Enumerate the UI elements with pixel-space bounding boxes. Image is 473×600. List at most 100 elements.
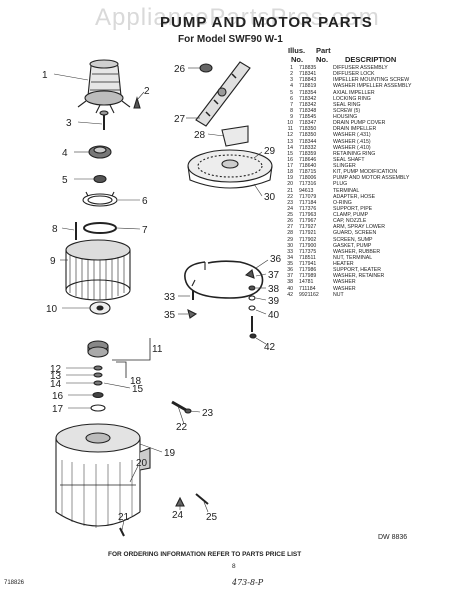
callout-2: 2: [144, 86, 150, 97]
callout-15: 15: [132, 384, 144, 395]
part-description: WASHER IMPELLER ASSEMBLY: [333, 83, 412, 90]
callout-9: 9: [50, 256, 56, 267]
part-description: WASHER (.415): [333, 138, 371, 145]
spray-arm-drawing: [195, 61, 251, 127]
part-number: 718344: [299, 138, 317, 145]
part-description: DRAIN IMPELLER: [333, 126, 377, 133]
illus-number: 35: [287, 261, 293, 267]
handwritten-note: 473-8-P: [232, 578, 264, 587]
part-number: 717902: [299, 236, 317, 243]
terminal-drawing: [119, 527, 125, 537]
illus-number: 38: [287, 279, 293, 286]
part-description: O-RING: [333, 199, 352, 206]
part-number: 718715: [299, 169, 317, 176]
sump-screen-drawing: [187, 149, 273, 189]
illus-number: 33: [287, 248, 293, 255]
callout-5: 5: [62, 175, 68, 186]
part-number: 718646: [299, 156, 317, 163]
illus-number: 10: [287, 120, 293, 127]
housing-drawing: [65, 239, 131, 301]
callout-33: 33: [164, 292, 176, 303]
callout-37: 37: [268, 270, 280, 281]
illus-number: 25: [287, 212, 293, 218]
illus-number: 19: [287, 175, 293, 182]
callout-35: 35: [164, 310, 176, 321]
part-number: 717184: [299, 199, 317, 206]
illus-number: 18: [287, 169, 293, 176]
header-part: Part: [316, 46, 331, 55]
diffuser-lock-drawing: [133, 96, 141, 109]
illus-number: 21: [287, 187, 293, 194]
callout-27: 27: [174, 114, 186, 125]
illus-number: 4: [290, 83, 293, 90]
illus-number: 20: [287, 181, 293, 188]
header-description: DESCRIPTION: [345, 55, 397, 64]
illus-number: 14: [287, 144, 293, 151]
illus-number: 13: [287, 138, 293, 145]
callout-16: 16: [52, 391, 64, 402]
part-description: DIFFUSER LOCK: [333, 71, 375, 78]
part-number: 718342: [299, 95, 317, 102]
callout-1: 1: [42, 70, 48, 81]
part-description: WASHER: [333, 285, 356, 292]
part-description: HOUSING: [333, 114, 358, 120]
illus-number: 12: [287, 132, 293, 139]
part-number: 718006: [299, 175, 317, 182]
illus-number: 27: [287, 224, 293, 231]
callout-14: 14: [50, 379, 62, 390]
header-no-1: No.: [291, 55, 304, 64]
part-number: 718341: [299, 71, 317, 78]
illus-number: 15: [287, 150, 293, 157]
part-description: PLUG: [333, 181, 348, 188]
illus-number: 26: [287, 218, 293, 225]
page-subtitle: For Model SWF90 W-1: [178, 34, 283, 45]
part-number: 718545: [299, 114, 317, 120]
hose-adapter-drawing: [171, 400, 192, 414]
callout-36: 36: [270, 254, 282, 265]
callout-20: 20: [136, 458, 148, 469]
part-number: 718843: [299, 77, 317, 84]
part-number: 718354: [299, 89, 317, 96]
part-number: 718342: [299, 101, 317, 108]
part-number: 718332: [299, 144, 317, 151]
part-description: SUPPORT, PIPE: [333, 205, 373, 212]
callout-labels: 1 2 3 4 5 6 7 8 9 10 11 12 13 14 15 16 1…: [42, 64, 282, 523]
part-description: HEATER: [333, 261, 354, 267]
page-number: 8: [232, 563, 236, 570]
callout-24: 24: [172, 510, 184, 521]
part-description: SEAL SHAFT: [333, 156, 365, 163]
bracket-11: [112, 338, 151, 361]
washer-rubber-drawing: [187, 308, 198, 319]
callout-25: 25: [206, 512, 218, 523]
illus-number: 16: [287, 156, 293, 163]
part-number: 717941: [299, 261, 317, 267]
illus-number: 22: [287, 193, 293, 200]
impeller-screw-drawing: [99, 110, 109, 130]
heater-drawing: [184, 260, 264, 299]
part-description: NUT, TERMINAL: [333, 254, 373, 261]
part-description: KIT, PUMP MODIFICATION: [333, 169, 398, 176]
illus-number: 1: [290, 65, 293, 71]
part-description: WASHER, RETAINER: [333, 273, 385, 280]
